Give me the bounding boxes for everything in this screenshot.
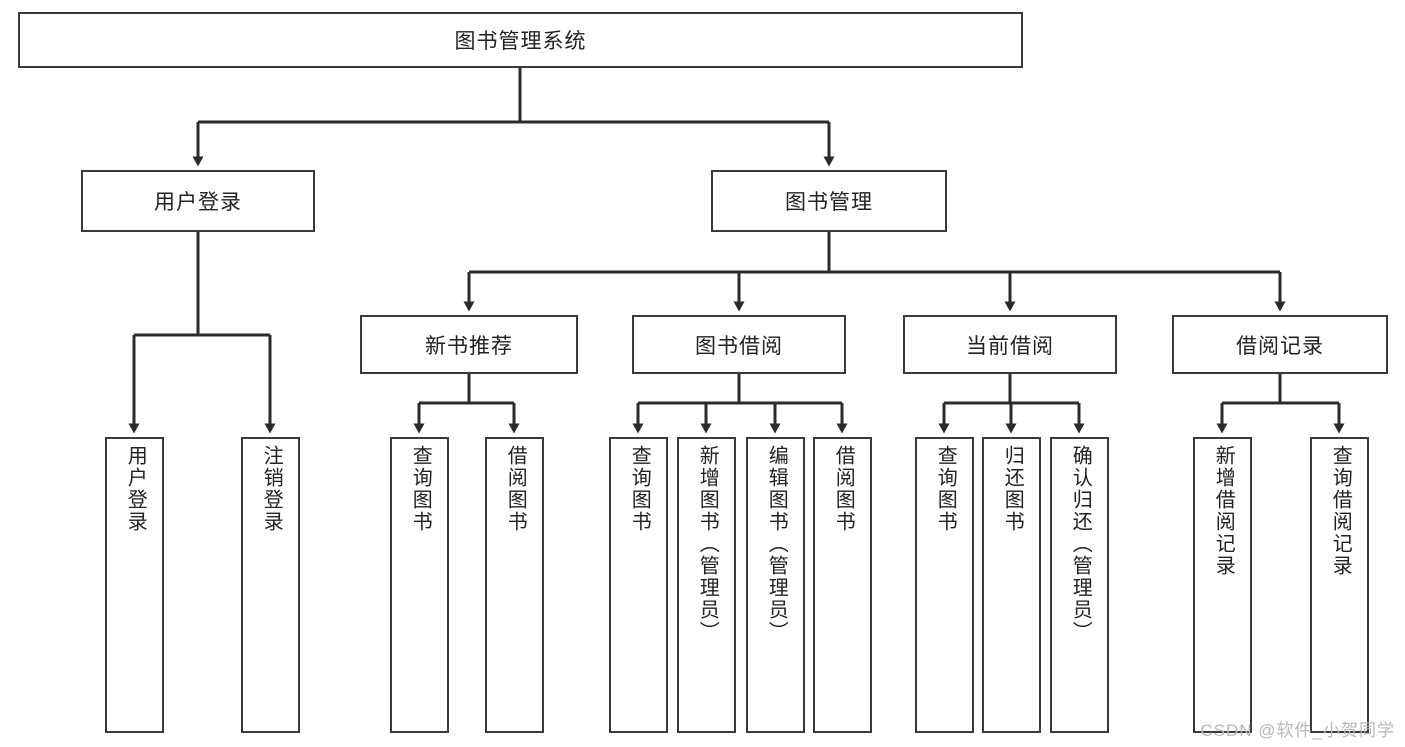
leaf-book-borrow-query[interactable]: 查询图书: [609, 437, 668, 733]
node-label: 借阅记录: [1236, 334, 1324, 358]
node-book-borrow[interactable]: 图书借阅: [632, 315, 846, 374]
node-label: 用户登录: [124, 445, 147, 533]
leaf-book-borrow-edit[interactable]: 编辑图书（管理员）: [746, 437, 805, 733]
leaf-book-borrow-add[interactable]: 新增图书（管理员）: [677, 437, 736, 733]
watermark: CSDN @软件_小贺同学: [1200, 721, 1395, 740]
node-root-book-management-system[interactable]: 图书管理系统: [18, 12, 1023, 68]
node-book-management[interactable]: 图书管理: [711, 170, 947, 232]
leaf-book-borrow-borrow[interactable]: 借阅图书: [813, 437, 872, 733]
node-label: 编辑图书（管理员）: [765, 445, 788, 643]
node-label: 图书借阅: [695, 334, 783, 358]
node-label: 查询图书: [409, 445, 432, 533]
leaf-user-login-login[interactable]: 用户登录: [105, 437, 164, 733]
node-label: 借阅图书: [832, 445, 855, 533]
leaf-borrow-record-query[interactable]: 查询借阅记录: [1310, 437, 1369, 733]
node-label: 图书管理: [785, 191, 873, 214]
node-label: 确认归还（管理员）: [1069, 445, 1092, 643]
node-label: 查询借阅记录: [1329, 445, 1352, 577]
node-label: 归还图书: [1001, 445, 1024, 533]
leaf-current-borrow-query[interactable]: 查询图书: [915, 437, 974, 733]
node-label: 当前借阅: [966, 334, 1054, 358]
node-label: 查询图书: [934, 445, 957, 533]
leaf-current-borrow-return[interactable]: 归还图书: [982, 437, 1041, 733]
node-new-book-recommend[interactable]: 新书推荐: [360, 315, 578, 374]
leaf-current-borrow-confirm-return[interactable]: 确认归还（管理员）: [1050, 437, 1109, 733]
leaf-borrow-record-add[interactable]: 新增借阅记录: [1193, 437, 1252, 733]
node-label: 借阅图书: [504, 445, 527, 533]
node-label: 新增借阅记录: [1212, 445, 1235, 577]
leaf-new-book-borrow[interactable]: 借阅图书: [485, 437, 544, 733]
node-label: 新增图书（管理员）: [696, 445, 719, 643]
leaf-new-book-query[interactable]: 查询图书: [390, 437, 449, 733]
node-label: 查询图书: [628, 445, 651, 533]
node-borrow-record[interactable]: 借阅记录: [1172, 315, 1388, 374]
node-current-borrow[interactable]: 当前借阅: [903, 315, 1117, 374]
node-label: 用户登录: [154, 191, 242, 214]
node-user-login[interactable]: 用户登录: [81, 170, 315, 232]
leaf-user-login-logout[interactable]: 注销登录: [241, 437, 300, 733]
node-label: 图书管理系统: [454, 30, 587, 53]
node-label: 注销登录: [260, 445, 283, 533]
node-label: 新书推荐: [425, 334, 513, 358]
